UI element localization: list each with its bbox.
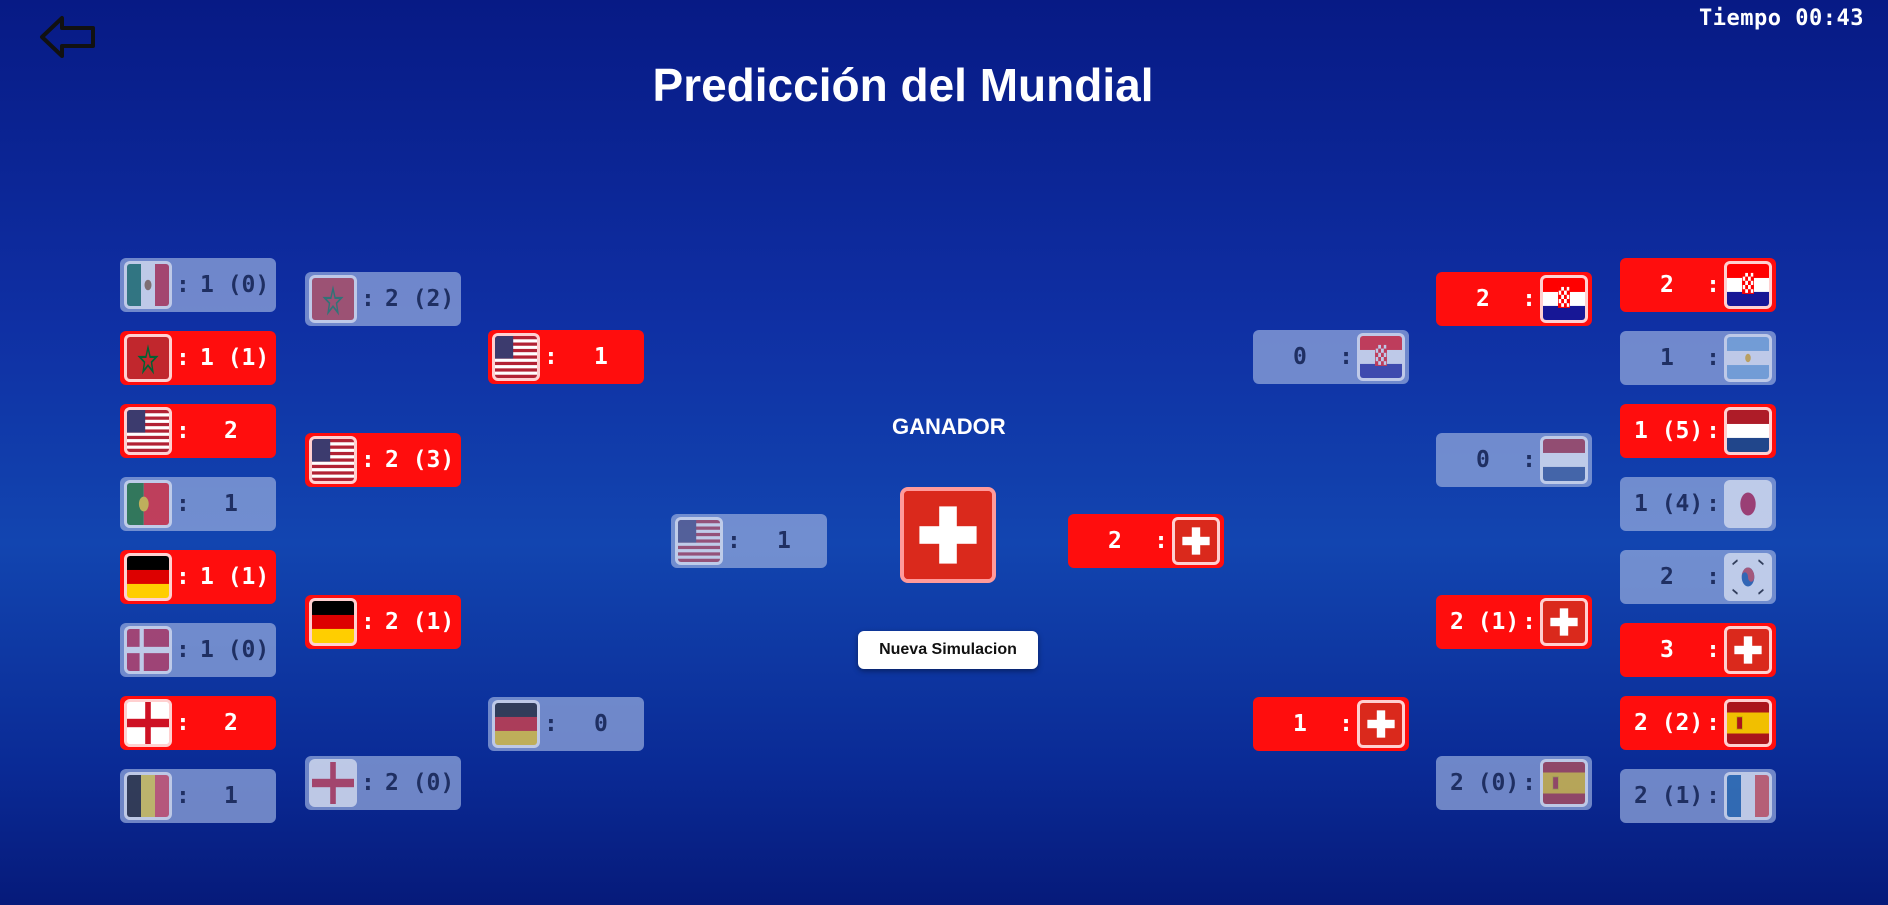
match-team-right-r16-4[interactable]: 1 (4): [1620,477,1776,531]
match-team-right-sf-2[interactable]: 1: [1253,697,1409,751]
mexico-flag-icon [124,261,172,309]
winner-label: GANADOR [892,414,1006,439]
portugal-flag-icon [124,480,172,528]
match-team-right-r16-7[interactable]: 2 (2): [1620,696,1776,750]
match-team-right-r16-2[interactable]: 1: [1620,331,1776,385]
match-team-right-r16-3[interactable]: 1 (5): [1620,404,1776,458]
switzerland-flag-icon [1172,517,1220,565]
japan-flag-icon [1724,480,1772,528]
match-team-left-qf-2[interactable]: :2 (3) [305,433,461,487]
spain-flag-icon [1724,699,1772,747]
usa-flag-icon [675,517,723,565]
switzerland-flag-icon [1724,626,1772,674]
match-team-left-r16-3[interactable]: :2 [120,404,276,458]
team-score: 1 [224,491,238,517]
morocco-flag-icon [309,275,357,323]
switzerland-flag-icon [1540,598,1588,646]
netherlands-flag-icon [1540,436,1588,484]
team-score: 2 [1660,272,1674,298]
team-score: 1 [594,344,608,370]
match-team-right-qf-3[interactable]: 2 (1): [1436,595,1592,649]
team-score: 2 (2) [385,286,455,312]
match-team-left-r16-5[interactable]: :1 (1) [120,550,276,604]
team-score: 1 [1293,711,1307,737]
match-team-left-qf-3[interactable]: :2 (1) [305,595,461,649]
usa-flag-icon [124,407,172,455]
spain-flag-icon [1540,759,1588,807]
belgium-flag-icon [124,772,172,820]
team-score: 0 [1476,447,1490,473]
germany-flag-icon [309,598,357,646]
match-team-right-r16-8[interactable]: 2 (1): [1620,769,1776,823]
switzerland-flag-icon [1357,700,1405,748]
team-score: 2 (0) [1450,770,1520,796]
england-flag-icon [124,699,172,747]
team-score: 2 [1660,564,1674,590]
argentina-flag-icon [1724,334,1772,382]
match-team-right-qf-2[interactable]: 0: [1436,433,1592,487]
team-score: 1 (1) [200,345,270,371]
team-score: 1 (4) [1634,491,1704,517]
match-team-left-r16-8[interactable]: :1 [120,769,276,823]
team-score: 1 [224,783,238,809]
team-score: 2 [224,418,238,444]
match-team-left-r16-6[interactable]: :1 (0) [120,623,276,677]
team-score: 0 [1293,344,1307,370]
match-team-right-r16-6[interactable]: 3: [1620,623,1776,677]
croatia-flag-icon [1357,333,1405,381]
croatia-flag-icon [1724,261,1772,309]
team-score: 2 (0) [385,770,455,796]
match-team-right-r16-5[interactable]: 2: [1620,550,1776,604]
match-team-right-qf-4[interactable]: 2 (0): [1436,756,1592,810]
team-score: 1 (1) [200,564,270,590]
match-team-left-r16-4[interactable]: :1 [120,477,276,531]
team-score: 2 [224,710,238,736]
match-team-right-qf-1[interactable]: 2: [1436,272,1592,326]
match-team-left-sf-2[interactable]: :0 [488,697,644,751]
germany-flag-icon [492,700,540,748]
team-score: 1 (0) [200,272,270,298]
match-team-left-qf-4[interactable]: :2 (0) [305,756,461,810]
usa-flag-icon [309,436,357,484]
croatia-flag-icon [1540,275,1588,323]
team-score: 1 [777,528,791,554]
team-score: 2 (1) [1634,783,1704,809]
back-arrow-icon[interactable] [38,12,98,62]
match-team-left-r16-2[interactable]: :1 (1) [120,331,276,385]
match-team-left-r16-1[interactable]: :1 (0) [120,258,276,312]
france-flag-icon [1724,772,1772,820]
match-team-right-r16-1[interactable]: 2: [1620,258,1776,312]
south-korea-flag-icon [1724,553,1772,601]
timer: Tiempo 00:43 [1699,6,1864,31]
team-score: 3 [1660,637,1674,663]
final-team-left[interactable]: :1 [671,514,827,568]
final-team-right[interactable]: 2: [1068,514,1224,568]
morocco-flag-icon [124,334,172,382]
denmark-flag-icon [124,626,172,674]
team-score: 2 (1) [1450,609,1520,635]
team-score: 2 (1) [385,609,455,635]
team-score: 0 [594,711,608,737]
team-score: 1 [1660,345,1674,371]
new-simulation-button[interactable]: Nueva Simulacion [858,631,1038,669]
team-score: 2 [1108,528,1122,554]
match-team-left-sf-1[interactable]: :1 [488,330,644,384]
team-score: 2 [1476,286,1490,312]
team-score: 1 (5) [1634,418,1704,444]
page-title: Predicción del Mundial [652,59,1154,111]
usa-flag-icon [492,333,540,381]
team-score: 1 (0) [200,637,270,663]
team-score: 2 (3) [385,447,455,473]
champion-flag-icon [900,487,996,583]
germany-flag-icon [124,553,172,601]
team-score: 2 (2) [1634,710,1704,736]
match-team-left-qf-1[interactable]: :2 (2) [305,272,461,326]
netherlands-flag-icon [1724,407,1772,455]
england-flag-icon [309,759,357,807]
match-team-left-r16-7[interactable]: :2 [120,696,276,750]
match-team-right-sf-1[interactable]: 0: [1253,330,1409,384]
